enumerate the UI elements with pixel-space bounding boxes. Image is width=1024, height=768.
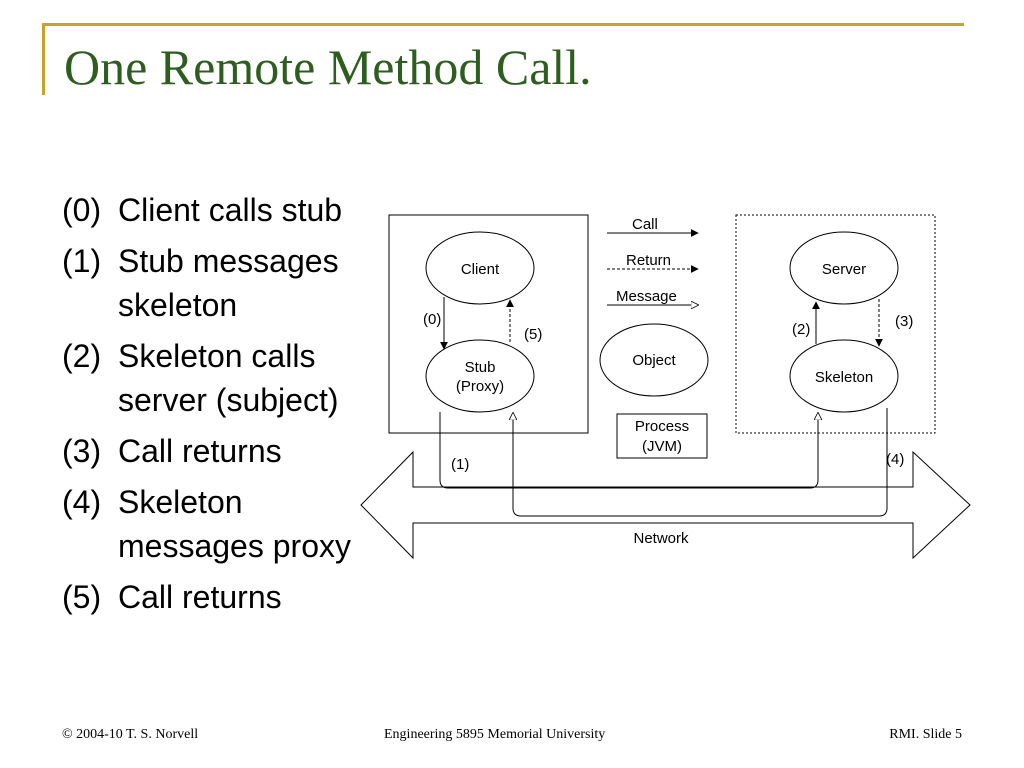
process-legend-box: [616, 413, 708, 459]
step-number: (0): [62, 192, 102, 228]
accent-bar-left: [42, 23, 45, 95]
label-step-0: (0): [423, 311, 441, 328]
stub-label-line2: (Proxy): [456, 378, 504, 395]
step-item: (0) Client calls stub: [62, 188, 387, 232]
steps-list: (0) Client calls stub (1) Stub messages …: [62, 188, 387, 626]
step-text: Stub messages skeleton: [118, 243, 339, 323]
footer-slide-number: RMI. Slide 5: [889, 727, 962, 742]
legend-call-label: Call: [632, 216, 658, 233]
step-number: (3): [62, 433, 102, 469]
label-step-4: (4): [886, 451, 904, 468]
server-label: Server: [822, 261, 866, 278]
step-number: (2): [62, 338, 102, 374]
skeleton-node: [789, 339, 899, 413]
slide-title: One Remote Method Call.: [64, 39, 592, 95]
step-item: (2) Skeleton calls server (subject): [62, 334, 387, 422]
step-number: (5): [62, 579, 102, 615]
message-path-stub-to-skeleton: [439, 412, 818, 489]
legend-return-label: Return: [626, 252, 671, 269]
stub-node: [425, 339, 535, 413]
server-node: [789, 231, 899, 305]
label-step-1: (1): [451, 456, 469, 473]
stub-label-line1: Stub: [465, 359, 496, 376]
step-text: Skeleton messages proxy: [118, 484, 351, 564]
footer-copyright: © 2004-10 T. S. Norvell: [62, 727, 199, 742]
client-label: Client: [461, 261, 500, 278]
object-node: [599, 323, 709, 397]
step-text: Client calls stub: [118, 192, 343, 228]
step-item: (5) Call returns: [62, 575, 387, 619]
process-label-line2: (JVM): [642, 438, 682, 455]
step-item: (4) Skeleton messages proxy: [62, 480, 387, 568]
label-step-5: (5): [524, 326, 542, 343]
footer-course: Engineering 5895 Memorial University: [384, 727, 606, 742]
step-text: Call returns: [118, 433, 282, 469]
client-node: [425, 231, 535, 305]
step-text: Skeleton calls server (subject): [118, 338, 339, 418]
accent-bar-top: [42, 23, 964, 26]
label-step-3: (3): [895, 313, 913, 330]
label-step-2: (2): [792, 321, 810, 338]
network-label: Network: [633, 530, 689, 547]
step-number: (4): [62, 484, 102, 520]
step-text: Call returns: [118, 579, 282, 615]
step-item: (1) Stub messages skeleton: [62, 239, 387, 327]
object-label: Object: [632, 352, 676, 369]
step-item: (3) Call returns: [62, 429, 387, 473]
skeleton-label: Skeleton: [815, 369, 873, 386]
step-number: (1): [62, 243, 102, 279]
network-arrow: [360, 450, 971, 560]
legend-message-label: Message: [616, 288, 677, 305]
message-path-skeleton-to-stub: [513, 408, 888, 517]
process-label-line1: Process: [635, 418, 689, 435]
